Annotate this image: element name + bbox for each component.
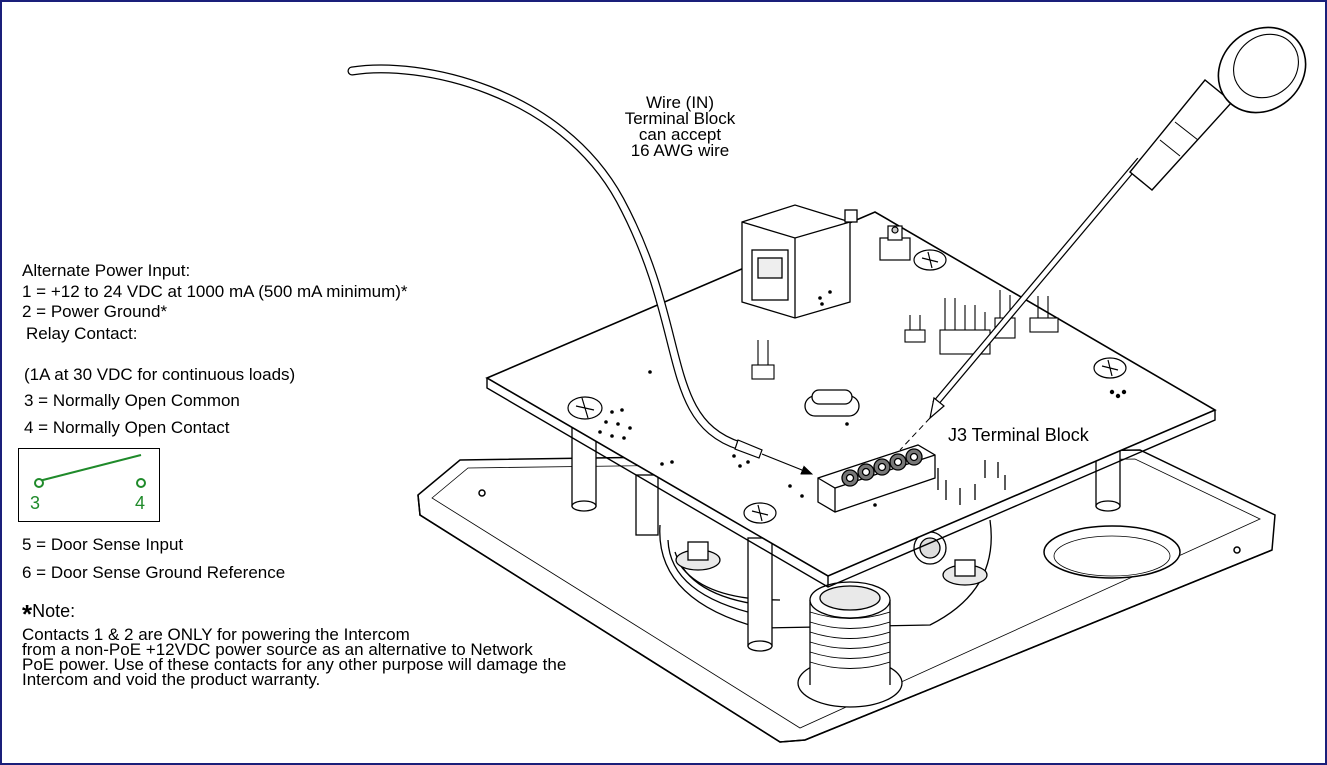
note-title: *Note: [22, 601, 76, 627]
wire-callout-line-4: 16 AWG wire [630, 141, 730, 160]
legend-line-1: 1 = +12 to 24 VDC at 1000 mA (500 mA min… [22, 282, 408, 301]
note-line-4: Intercom and void the product warranty. [22, 670, 321, 689]
relay-contact-diagram: 3 4 [18, 448, 160, 522]
legend-line-6: 6 = Door Sense Ground Reference [22, 563, 286, 582]
relay-terminal-4: 4 [135, 493, 146, 513]
j3-terminal-block-label: J3 Terminal Block [948, 425, 1089, 445]
board-pins [937, 460, 1006, 505]
rj45-jack [741, 204, 858, 319]
note-line-2: from a non-PoE +12VDC power source as an… [22, 640, 533, 659]
legend-line-4: 4 = Normally Open Contact [24, 418, 230, 437]
wire-callout-line-1: Wire (IN) [646, 93, 714, 112]
note-line-1: Contacts 1 & 2 are ONLY for powering the… [22, 625, 410, 644]
note-line-3: PoE power. Use of these contacts for any… [22, 655, 567, 674]
relay-terminal-3: 3 [30, 493, 41, 513]
wire-icon [347, 64, 814, 475]
relay-title: Relay Contact: [26, 324, 138, 343]
standoffs [571, 417, 1121, 652]
tamper-switch [879, 225, 911, 261]
legend-line-5: 5 = Door Sense Input [22, 535, 184, 554]
legend-line-3: 3 = Normally Open Common [24, 391, 240, 410]
note-asterisk: * [22, 599, 33, 629]
threaded-button [797, 581, 903, 708]
alt-power-title: Alternate Power Input: [22, 261, 191, 280]
relay-rating: (1A at 30 VDC for continuous loads) [24, 365, 296, 384]
circuit-board [485, 204, 1217, 588]
wire-callout-line-2: Terminal Block [624, 109, 736, 128]
note-title-text: Note: [32, 601, 76, 621]
board-screws [567, 249, 1127, 524]
solder-points [598, 290, 1127, 507]
wire-callout: Wire (IN) Terminal Block can accept 16 A… [612, 93, 748, 160]
legend-line-2: 2 = Power Ground* [22, 302, 168, 321]
screwdriver-icon [899, 26, 1307, 451]
j3-terminal-block [817, 444, 936, 513]
note-body: Contacts 1 & 2 are ONLY for powering the… [22, 625, 567, 689]
wire-callout-line-3: can accept [638, 125, 722, 144]
relay-switch-icon [34, 454, 146, 488]
crystal-oscillator [804, 389, 860, 417]
